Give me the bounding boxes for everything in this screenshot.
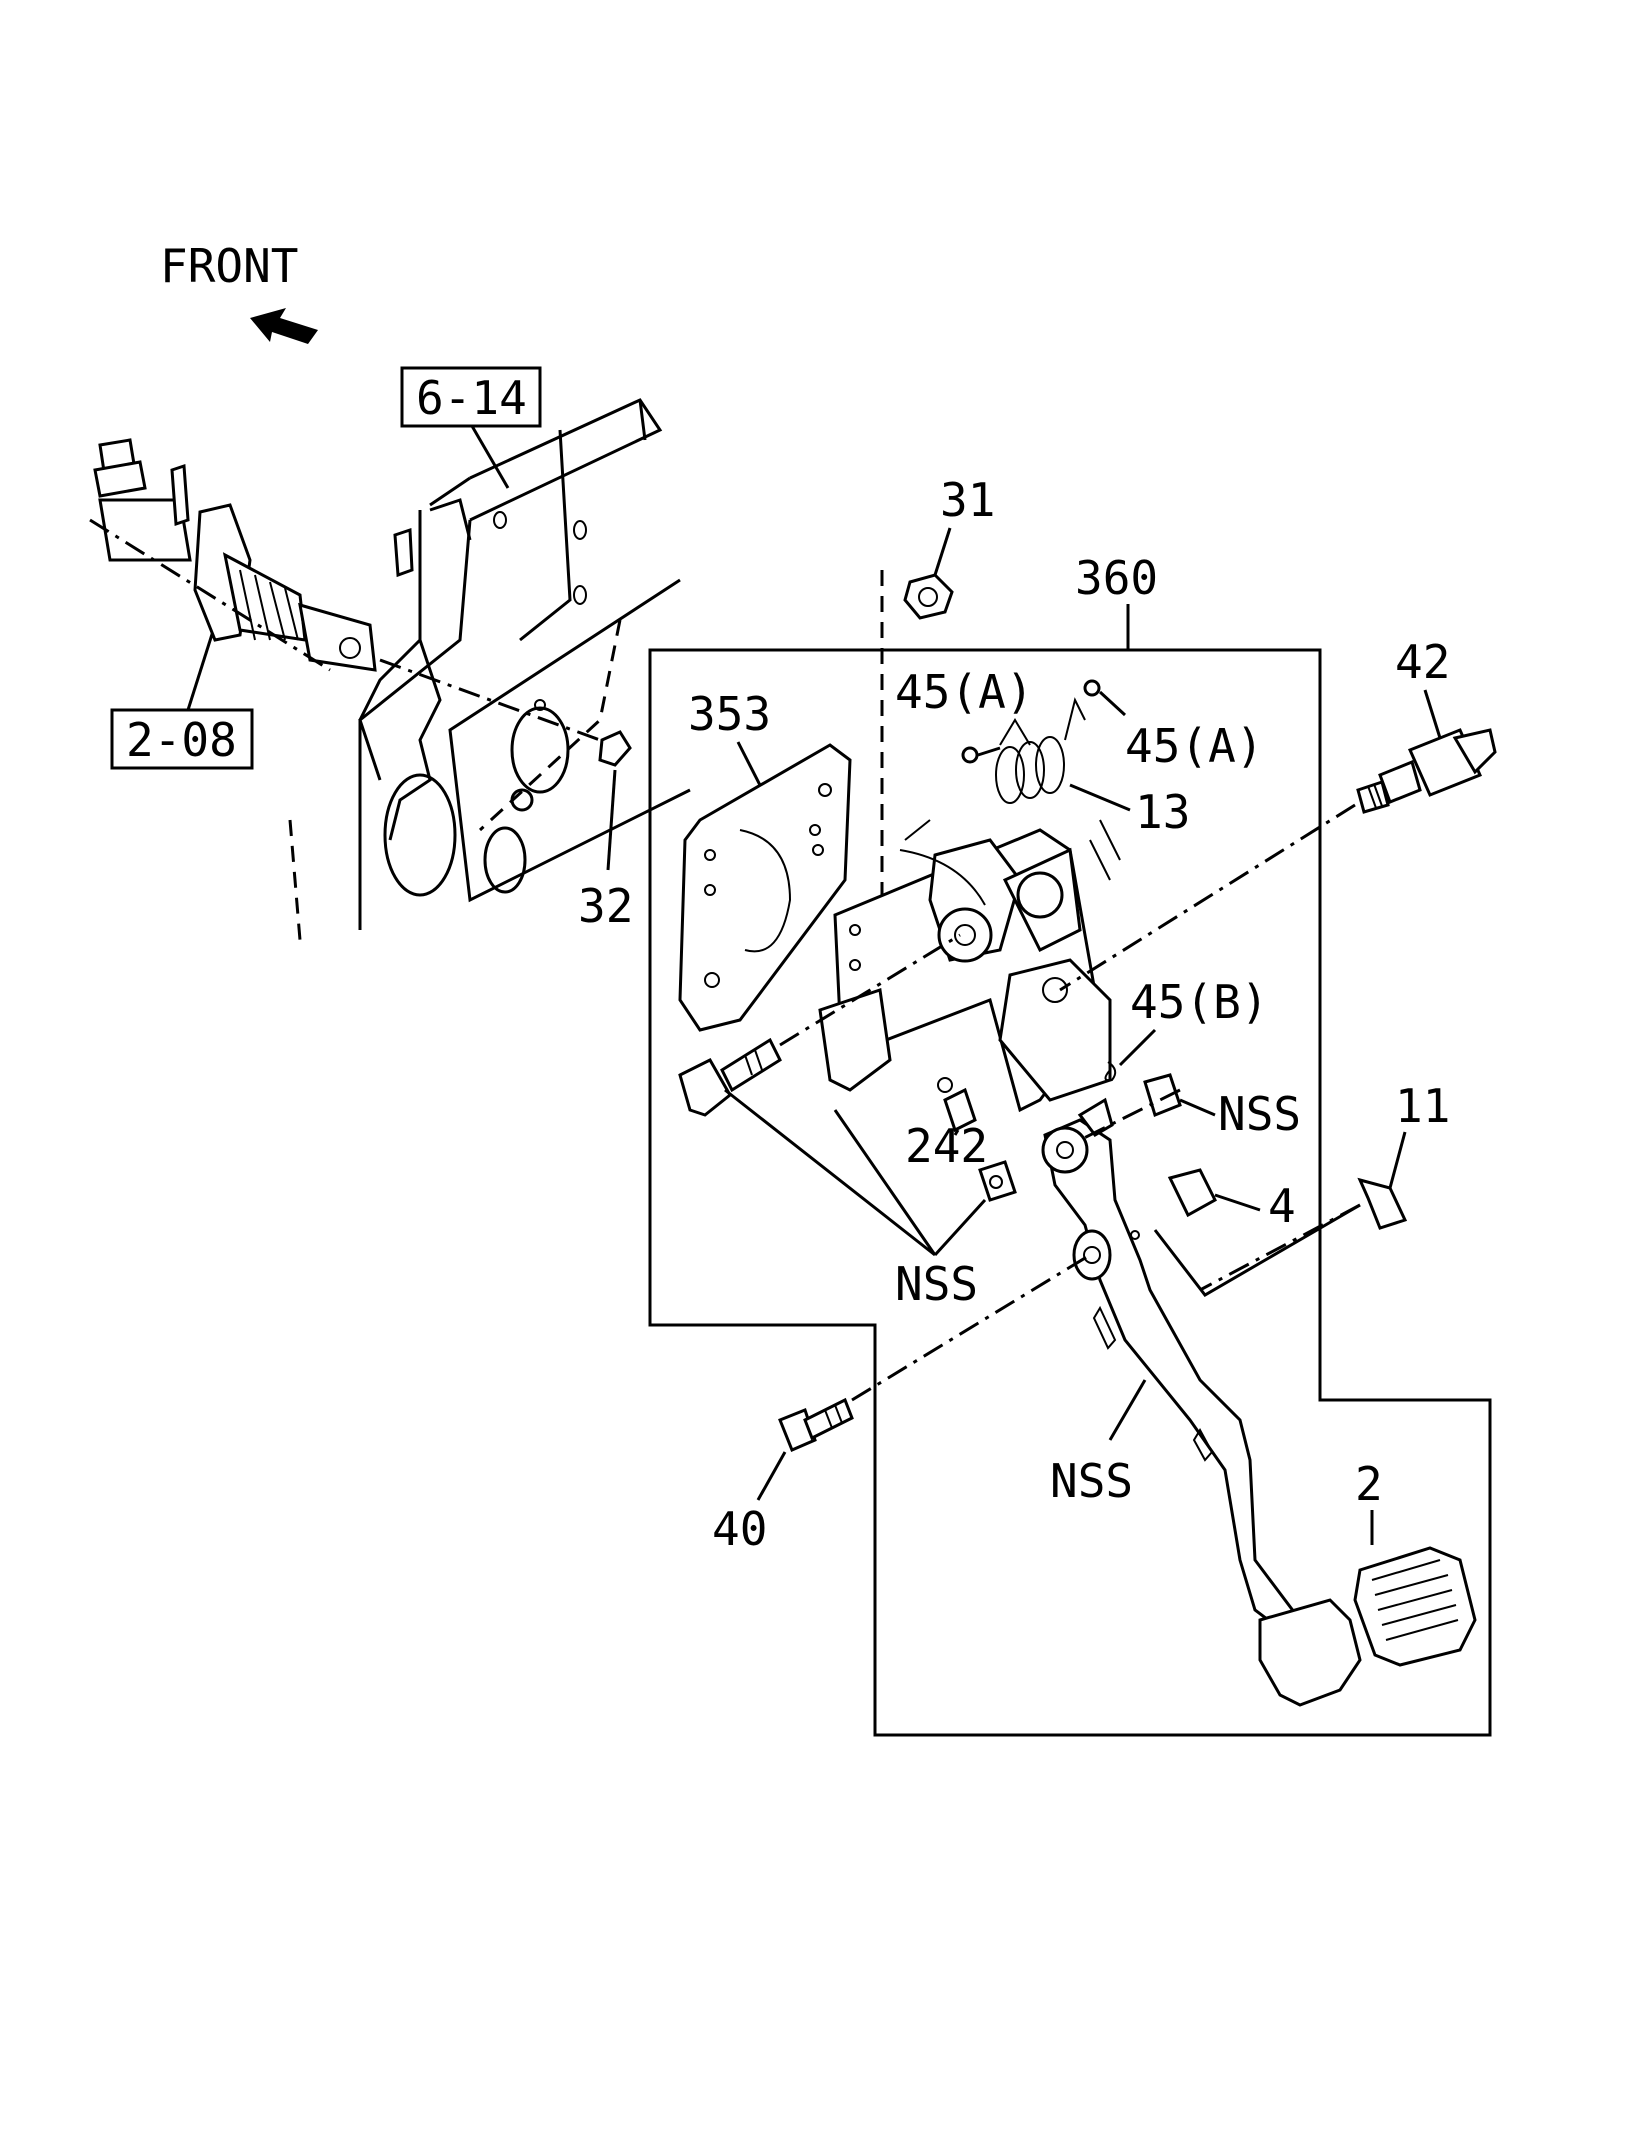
centerline-nss-1 [1079,1088,1181,1142]
label-nss-3: NSS [1050,1454,1133,1508]
pedal-pad-rubber-2 [1353,1546,1477,1667]
nut-31-icon [903,573,954,620]
leader-45b [1118,1028,1157,1067]
label-nss-2: NSS [895,1257,978,1311]
clutch-pedal-arm [1041,1088,1302,1643]
label-45a-2: 45(A) [1125,719,1263,773]
label-nss-1: NSS [1218,1087,1301,1141]
plate-353 [678,743,852,1032]
bolt-40 [778,1397,854,1452]
label-40: 40 [712,1502,767,1556]
front-arrow-icon [250,308,318,344]
clutch-switch-42 [1356,728,1497,814]
leader-31 [933,527,952,576]
screw-242-icon [943,1087,977,1133]
label-11: 11 [1395,1079,1450,1133]
ref-6-14-text: 6-14 [416,371,527,425]
centerline-42 [1059,803,1356,992]
label-242: 242 [905,1119,988,1173]
clip-11-icon [1357,1177,1408,1230]
pedal-bracket [818,819,1121,1113]
leader-4 [1214,1193,1261,1212]
label-13: 13 [1135,785,1190,839]
leader-13 [1069,783,1131,812]
leader-nss-3 [1108,1379,1147,1441]
label-45b: 45(B) [1130,975,1268,1029]
label-360: 360 [1075,551,1158,605]
ref-box-6-14[interactable]: 6-14 [400,366,542,428]
front-label: FRONT [160,239,298,293]
stopper-4-icon [1167,1168,1217,1218]
label-32: 32 [578,879,633,933]
assembly-360-outline [648,648,1492,1737]
ref-2-08-text: 2-08 [126,713,237,767]
bushing-nss-2-icon [978,1160,1017,1202]
firewall-panel [288,398,691,941]
label-42: 42 [1395,635,1450,689]
clip-45b-icon [1104,1061,1117,1082]
label-31: 31 [940,473,995,527]
label-4: 4 [1268,1179,1296,1233]
label-353: 353 [688,687,771,741]
pivot-bolt [678,1037,782,1117]
clip-45a-2-icon [1083,679,1101,697]
leader-nss-1 [1179,1098,1216,1117]
leader-32 [606,769,617,871]
leaders-nss-2 [724,1088,987,1257]
leader-6-14 [470,425,510,489]
return-spring-13 [995,697,1086,804]
centerline-40 [851,1253,1091,1402]
label-2: 2 [1355,1457,1383,1511]
label-45a-1: 45(A) [895,665,1033,719]
clutch-master-cylinder [89,438,632,767]
leader-2-08 [186,627,216,711]
leader-4-11 [1153,1203,1361,1297]
ref-box-2-08[interactable]: 2-08 [110,708,254,770]
pedal-pad [1258,1598,1362,1707]
leader-40 [756,1451,787,1501]
leader-11 [1388,1131,1407,1189]
clip-45a-1-icon [961,746,979,764]
leader-242 [953,1129,960,1136]
bushing-nss-1-icon [1143,1073,1182,1118]
leader-42 [1423,689,1442,739]
centerline-bolt [779,933,961,1047]
